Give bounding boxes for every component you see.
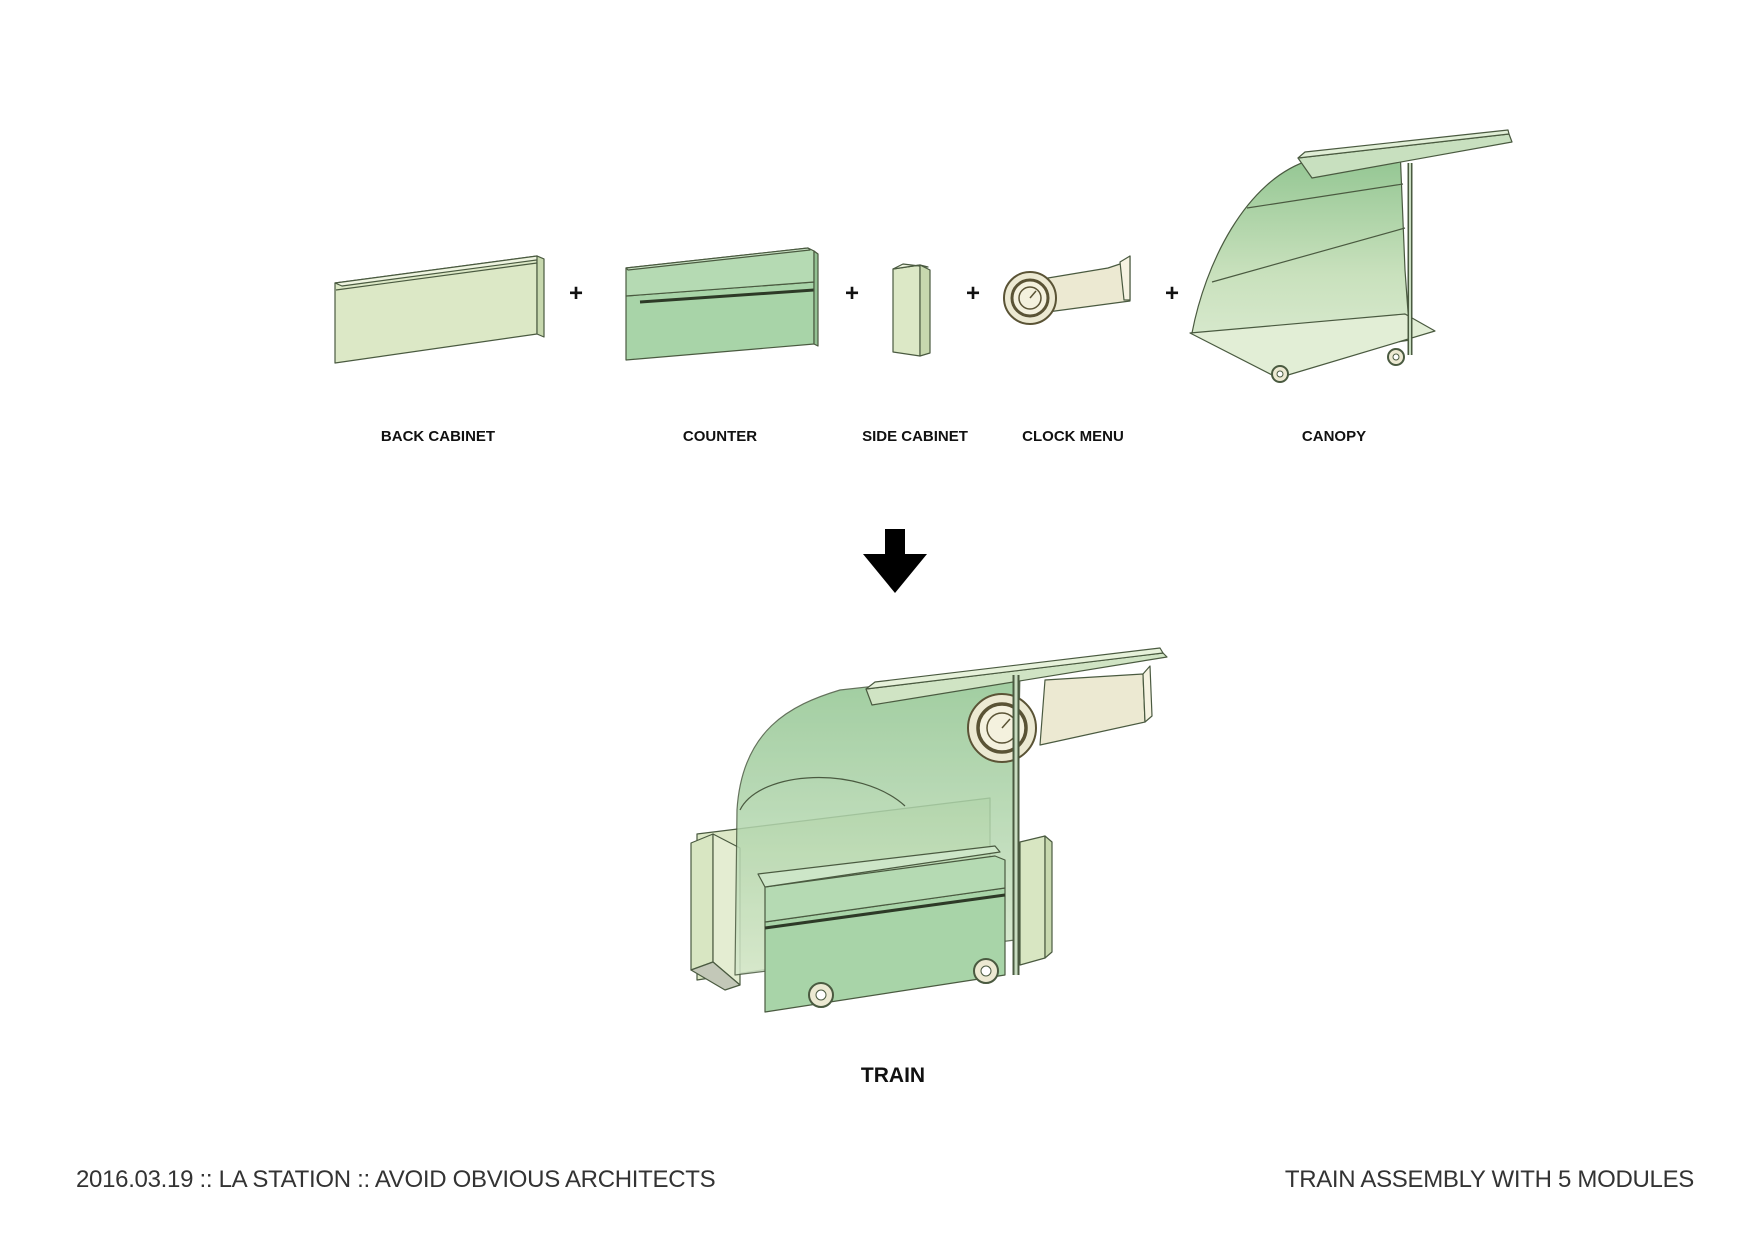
arrow-down-icon [863, 529, 927, 593]
plus-operator-2: + [845, 280, 859, 307]
clock-menu-module [1003, 255, 1131, 325]
canopy-module [1189, 129, 1513, 383]
side-cabinet-module [892, 263, 931, 357]
plus-operator-3: + [966, 280, 980, 307]
train-assembly [690, 647, 1168, 1013]
back-cabinet-module [334, 255, 545, 364]
counter-module [625, 247, 819, 361]
canopy-label: CANOPY [1302, 428, 1366, 445]
side-cabinet-label: SIDE CABINET [862, 428, 968, 445]
clock-menu-label: CLOCK MENU [1022, 428, 1124, 445]
counter-label: COUNTER [683, 428, 757, 445]
plus-operator-4: + [1165, 280, 1179, 307]
footer-left-caption: 2016.03.19 :: LA STATION :: AVOID OBVIOU… [76, 1166, 716, 1193]
plus-operator-1: + [569, 280, 583, 307]
back-cabinet-label: BACK CABINET [381, 428, 495, 445]
footer-right-caption: TRAIN ASSEMBLY WITH 5 MODULES [1284, 1166, 1694, 1193]
train-label: TRAIN [861, 1064, 925, 1087]
